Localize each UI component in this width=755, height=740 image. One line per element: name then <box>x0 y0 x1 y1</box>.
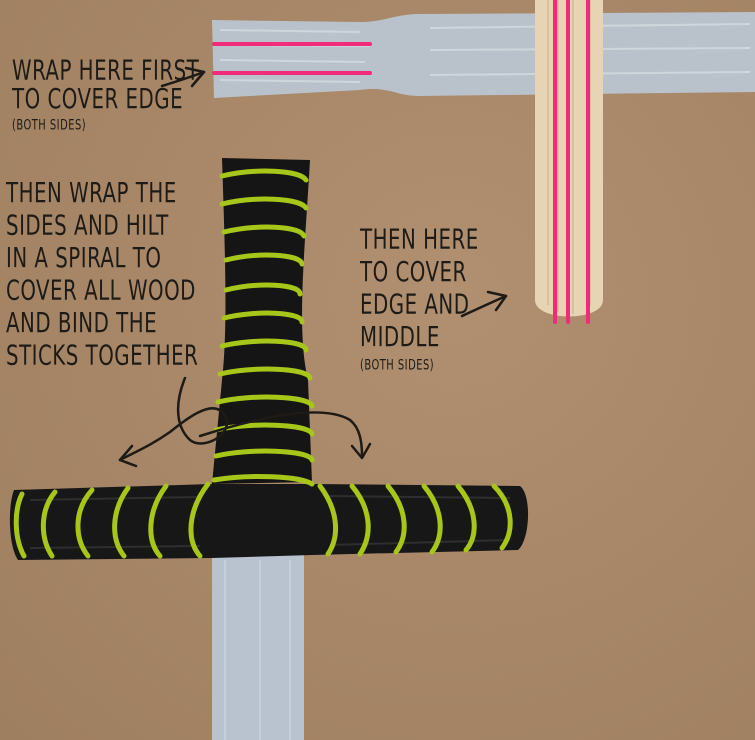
note-wrap-first-text: WRAP HERE FIRST TO COVER EDGE <box>12 56 199 116</box>
note-spiral: THEN WRAP THE SIDES AND HILT IN A SPIRAL… <box>6 178 198 373</box>
note-then-here-subtext: (BOTH SIDES) <box>360 357 479 375</box>
note-then-here-text: THEN HERE TO COVER EDGE AND MIDDLE <box>360 225 479 354</box>
note-wrap-first: WRAP HERE FIRST TO COVER EDGE (BOTH SIDE… <box>12 28 199 163</box>
blade <box>212 555 304 740</box>
note-then-here: THEN HERE TO COVER EDGE AND MIDDLE (BOTH… <box>360 192 479 407</box>
note-wrap-first-subtext: (BOTH SIDES) <box>12 117 199 135</box>
top-silver-stick <box>212 12 755 98</box>
